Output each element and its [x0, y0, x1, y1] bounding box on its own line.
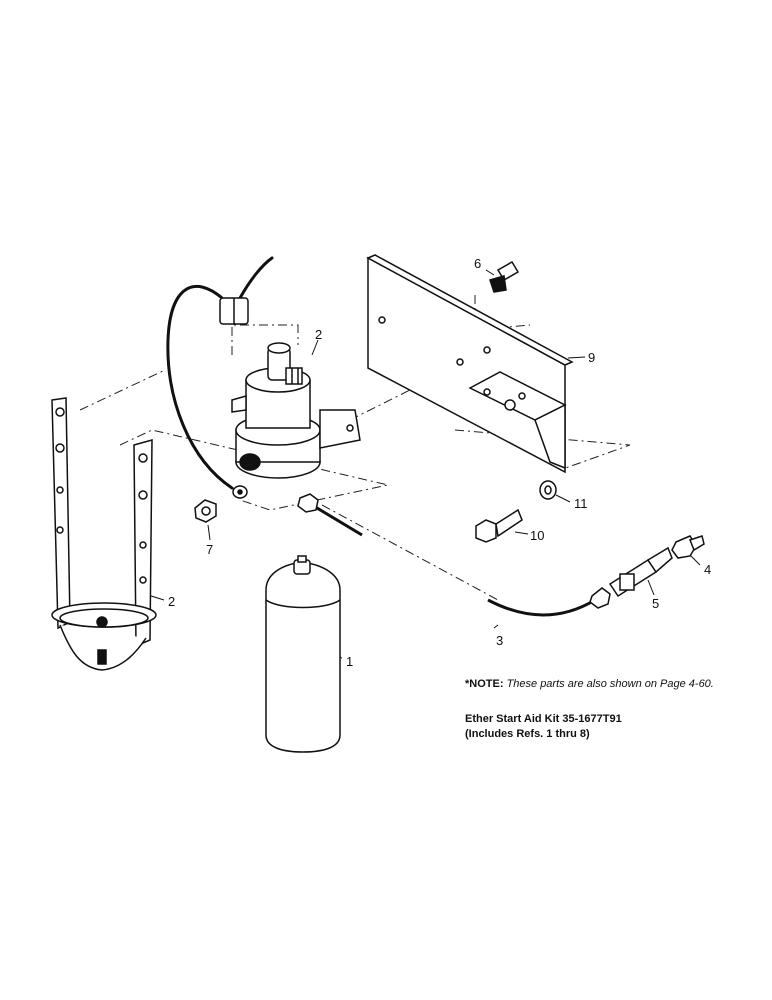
ring-terminal	[232, 485, 248, 499]
ether-line-tube	[311, 503, 596, 617]
tube-fittings	[297, 493, 705, 609]
parts-note: *NOTE: These parts are also shown on Pag…	[465, 678, 714, 690]
wire-connector	[219, 297, 249, 325]
wire-harness	[166, 256, 274, 490]
cap-screw-upper	[489, 260, 520, 293]
ether-cylinder	[265, 555, 341, 753]
ref-3: 3	[496, 633, 503, 648]
ref-9: 9	[588, 350, 595, 365]
kit-description: Ether Start Aid Kit 35-1677T91 (Includes…	[465, 712, 622, 742]
ref-4: 4	[704, 562, 711, 577]
lock-washer	[539, 480, 557, 500]
ref-2-bracket: 2	[168, 594, 175, 609]
ether-valve-solenoid	[231, 342, 361, 479]
ref-5: 5	[652, 596, 659, 611]
ref-1: 1	[346, 654, 353, 669]
cap-screw-lower	[475, 508, 523, 543]
ref-7: 7	[206, 542, 213, 557]
kit-title: Ether Start Aid Kit 35-1677T91	[465, 713, 622, 725]
reference-numbers: 1 2 2 3 4 5 6 7 9 10 11	[168, 256, 711, 669]
hex-nut	[194, 499, 217, 523]
mounting-plate	[366, 254, 574, 474]
note-text: These parts are also shown on Page 4-60.	[506, 678, 714, 690]
ref-10: 10	[530, 528, 544, 543]
reference-leaders	[147, 269, 701, 659]
ref-2-valve: 2	[315, 327, 322, 342]
cylinder-mounting-bracket	[51, 397, 157, 671]
kit-includes: (Includes Refs. 1 thru 8)	[465, 728, 590, 740]
ref-11: 11	[574, 496, 588, 511]
note-label: *NOTE:	[465, 678, 504, 690]
ref-6: 6	[474, 256, 481, 271]
